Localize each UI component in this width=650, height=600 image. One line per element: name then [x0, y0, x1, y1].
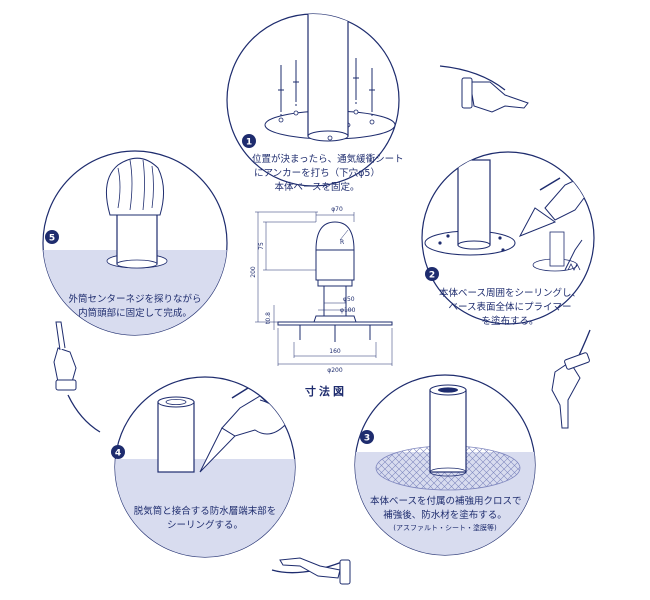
step-1-caption-line: 位置が決まったら、通気緩衝シート — [252, 153, 382, 167]
dim-radius: R — [340, 239, 344, 246]
step-4-number: 4 — [115, 449, 121, 459]
step-2-caption-line: ベース表面全体にプライマー — [435, 301, 585, 315]
step-1-caption-line: 本体ベースを固定。 — [252, 181, 382, 195]
step-3-caption-note: (アスファルト・シート・塗膜等) — [370, 523, 520, 534]
base-plate — [278, 322, 392, 325]
cap-body — [316, 250, 354, 280]
step-3-caption: 本体ベースを付属の補強用クロスで 補強後、防水材を塗布する。 (アスファルト・シ… — [370, 495, 520, 534]
pointing-hand-icon — [552, 352, 590, 428]
step-5-caption-line: 外筒センターネジを探りながら — [60, 293, 210, 307]
step-1-caption-line: にアンカーを打ち（下穴φ5） — [252, 167, 382, 181]
dim-base-thickness: t0.8 — [265, 312, 272, 324]
step-5-number: 5 — [49, 234, 55, 244]
step-5-caption: 外筒センターネジを探りながら 内筒頭部に固定して完成。 — [60, 293, 210, 321]
cap-outline — [316, 222, 354, 250]
step-2-caption-line: 本体ベース周囲をシーリングし、 — [435, 287, 585, 301]
step-4-illustration: 4 — [100, 377, 320, 569]
step-5-caption-line: 内筒頭部に固定して完成。 — [60, 307, 210, 321]
dim-top-diameter: φ70 — [331, 206, 343, 213]
step-3-caption-line: 補強後、防水材を塗布する。 — [370, 509, 520, 523]
pointing-hand-icon — [54, 322, 76, 390]
step-4-caption: 脱気筒と接合する防水層端末部を シーリングする。 — [130, 505, 280, 533]
dim-height-head: 75 — [258, 242, 265, 250]
dim-pipe-diameter: φ50 — [343, 296, 355, 303]
arrow-4-to-5 — [68, 395, 100, 432]
step-2-number: 2 — [429, 271, 435, 281]
pointing-hand-icon — [280, 558, 350, 584]
step-3-number: 3 — [364, 434, 370, 444]
dimension-drawing: φ70 R 200 75 t0.8 φ50 φ100 160 φ200 — [250, 206, 392, 374]
step-2-caption-line: を塗布する。 — [435, 315, 585, 329]
step-3-caption-line: 本体ベースを付属の補強用クロスで — [370, 495, 520, 509]
dim-base-width: 160 — [329, 348, 341, 355]
dimension-drawing-title: 寸法図 — [305, 384, 347, 398]
step-2-caption: 本体ベース周囲をシーリングし、 ベース表面全体にプライマー を塗布する。 — [435, 287, 585, 329]
step-4-caption-line: 脱気筒と接合する防水層端末部を — [130, 505, 280, 519]
dim-height-total: 200 — [250, 266, 257, 278]
step-1-number: 1 — [246, 138, 252, 148]
step-1-caption: 位置が決まったら、通気緩衝シート にアンカーを打ち（下穴φ5） 本体ベースを固定… — [252, 153, 382, 195]
dim-base-diameter: φ200 — [327, 367, 343, 374]
dim-pipe-base-diameter: φ100 — [340, 307, 356, 314]
step-4-caption-line: シーリングする。 — [130, 519, 280, 533]
